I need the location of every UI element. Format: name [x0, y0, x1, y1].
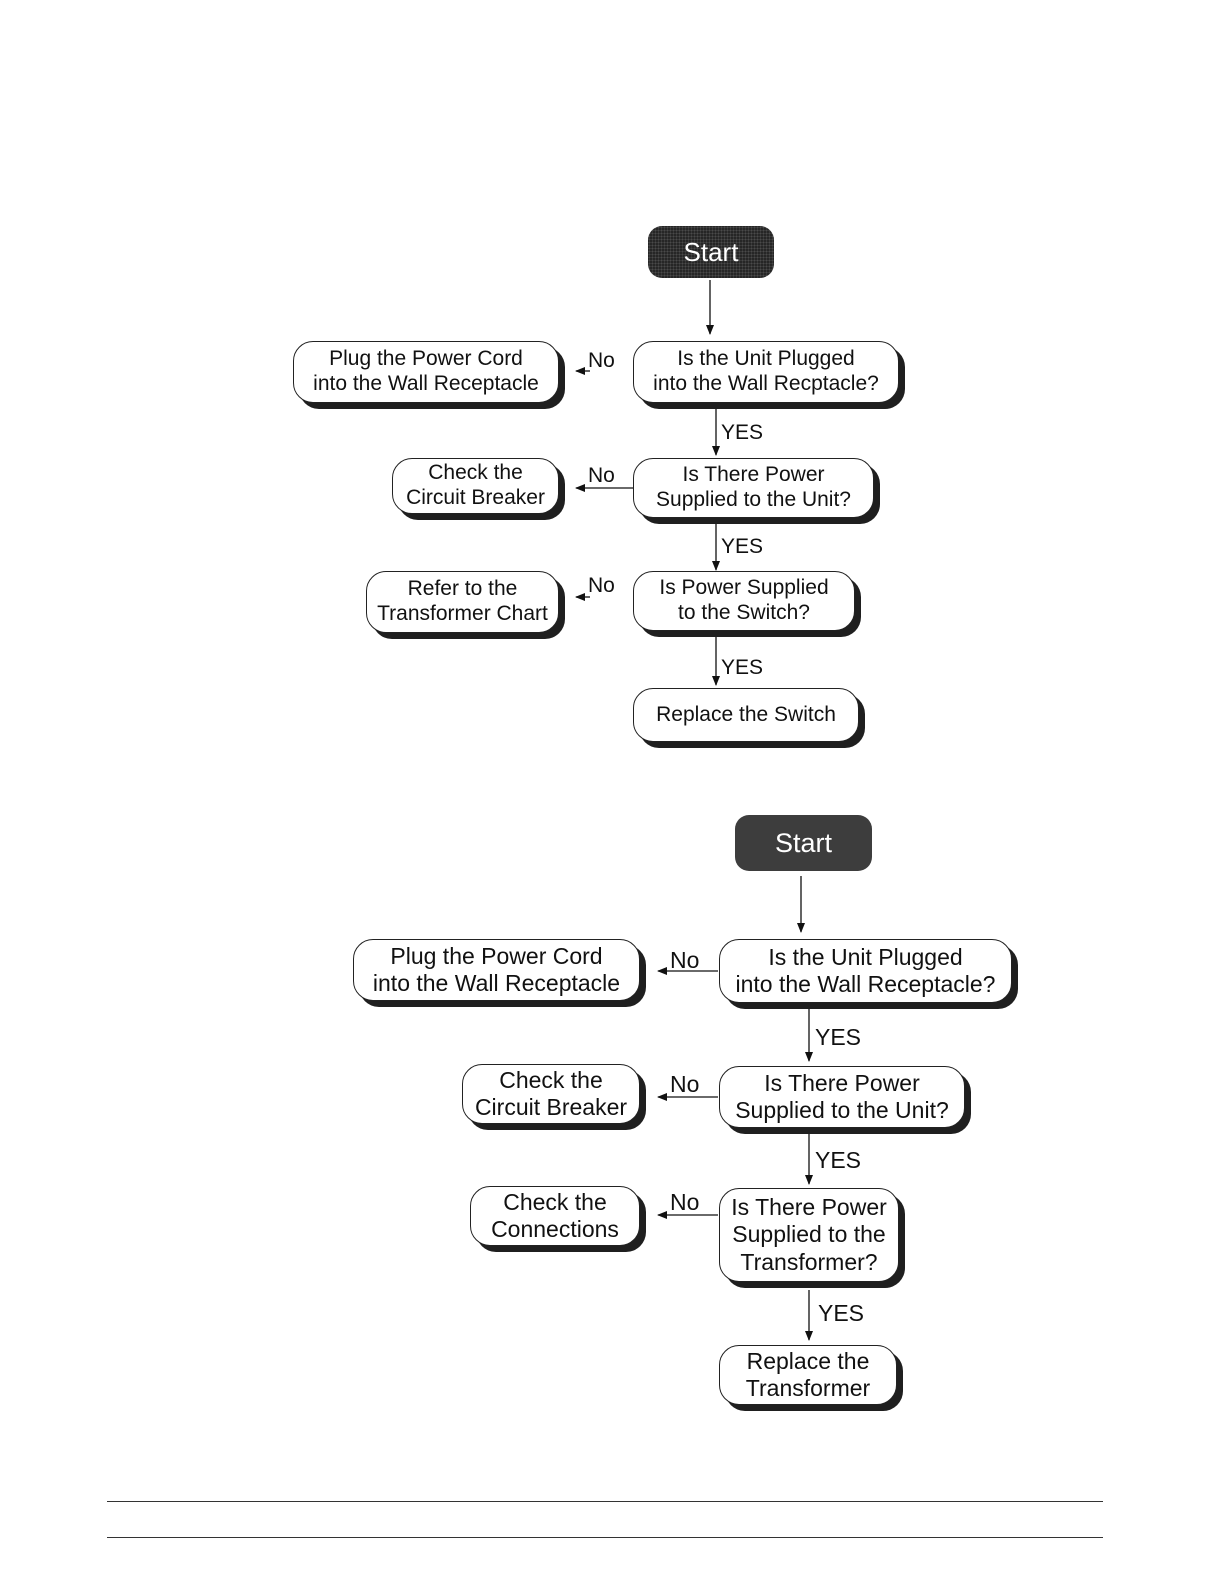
decision-unit-plugged: Is the Unit Plugged into the Wall Recpta…: [633, 341, 899, 403]
yes-label: YES: [721, 656, 764, 679]
footer-divider-bottom: [107, 1537, 1103, 1538]
decision-power-to-switch: Is Power Supplied to the Switch?: [633, 571, 855, 631]
yes-label: YES: [721, 535, 764, 558]
action-plug-power-cord: Plug the Power Cord into the Wall Recept…: [293, 341, 559, 403]
action-check-circuit-breaker: Check the Circuit Breaker: [392, 458, 559, 514]
action-plug-power-cord: Plug the Power Cord into the Wall Recept…: [353, 939, 640, 1001]
no-label: No: [670, 947, 700, 973]
decision-power-to-unit: Is There Power Supplied to the Unit?: [719, 1066, 965, 1128]
no-label: No: [670, 1071, 700, 1097]
yes-label: YES: [818, 1300, 865, 1326]
yes-label: YES: [721, 421, 764, 444]
decision-unit-plugged: Is the Unit Plugged into the Wall Recept…: [719, 939, 1012, 1003]
yes-label: YES: [815, 1147, 862, 1173]
decision-power-to-transformer: Is There Power Supplied to the Transform…: [719, 1188, 899, 1282]
no-label: No: [588, 574, 615, 597]
no-label: No: [670, 1189, 700, 1215]
footer-divider-top: [107, 1501, 1103, 1502]
start-node: Start: [648, 226, 774, 278]
no-label: No: [588, 464, 615, 487]
action-check-connections: Check the Connections: [470, 1186, 640, 1246]
action-replace-switch: Replace the Switch: [633, 688, 859, 742]
decision-power-to-unit: Is There Power Supplied to the Unit?: [633, 458, 874, 518]
yes-label: YES: [815, 1024, 862, 1050]
action-replace-transformer: Replace the Transformer: [719, 1345, 897, 1405]
no-label: No: [588, 349, 615, 372]
action-check-circuit-breaker: Check the Circuit Breaker: [462, 1064, 640, 1124]
action-refer-transformer-chart: Refer to the Transformer Chart: [366, 571, 559, 633]
start-node: Start: [735, 815, 872, 871]
